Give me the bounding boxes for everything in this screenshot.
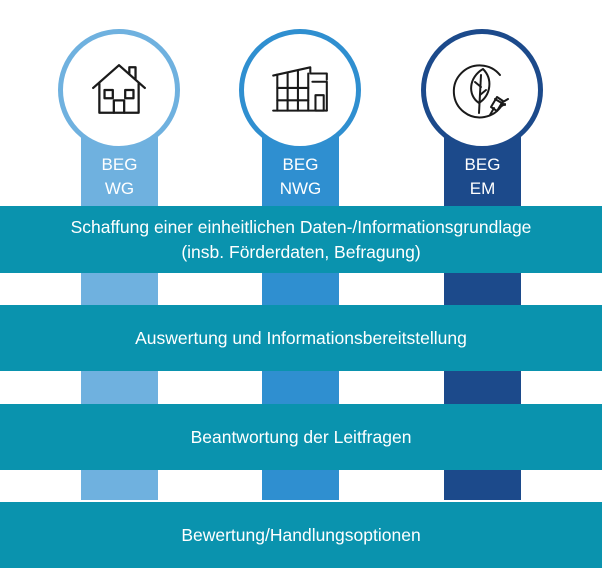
- pillar-label-line2: WG: [104, 179, 135, 198]
- band-text-line1: Schaffung einer einheitlichen Daten-/Inf…: [70, 216, 532, 237]
- pillar-label-line1: BEG: [464, 155, 501, 174]
- band-leitfragen: Beantwortung der Leitfragen: [0, 404, 602, 470]
- circle-beg-wg: [58, 29, 180, 151]
- commercial-building-icon: [272, 66, 328, 112]
- band-text: Beantwortung der Leitfragen: [190, 426, 412, 447]
- band-bewertung: Bewertung/Handlungsoptionen: [0, 502, 602, 568]
- band-text-line2: (insb. Förderdaten, Befragung): [181, 241, 421, 262]
- pillar-label-line1: BEG: [282, 155, 319, 174]
- band-text: Bewertung/Handlungsoptionen: [181, 524, 421, 545]
- leaf-plug-icon: [452, 64, 509, 119]
- band-text: Auswertung und Informationsbereitstellun…: [135, 327, 467, 348]
- pillar-label-line1: BEG: [101, 155, 138, 174]
- pillar-label-beg-wg: BEG WG: [81, 153, 158, 201]
- house-icon: [92, 64, 146, 114]
- circle-beg-em: [421, 29, 543, 151]
- pillar-label-beg-em: BEG EM: [444, 153, 521, 201]
- band-datengrundlage: Schaffung einer einheitlichen Daten-/Inf…: [0, 206, 602, 273]
- pillar-label-beg-nwg: BEG NWG: [262, 153, 339, 201]
- band-auswertung: Auswertung und Informationsbereitstellun…: [0, 305, 602, 371]
- pillar-label-line2: NWG: [279, 179, 322, 198]
- pillar-label-line2: EM: [469, 179, 496, 198]
- circle-beg-nwg: [239, 29, 361, 151]
